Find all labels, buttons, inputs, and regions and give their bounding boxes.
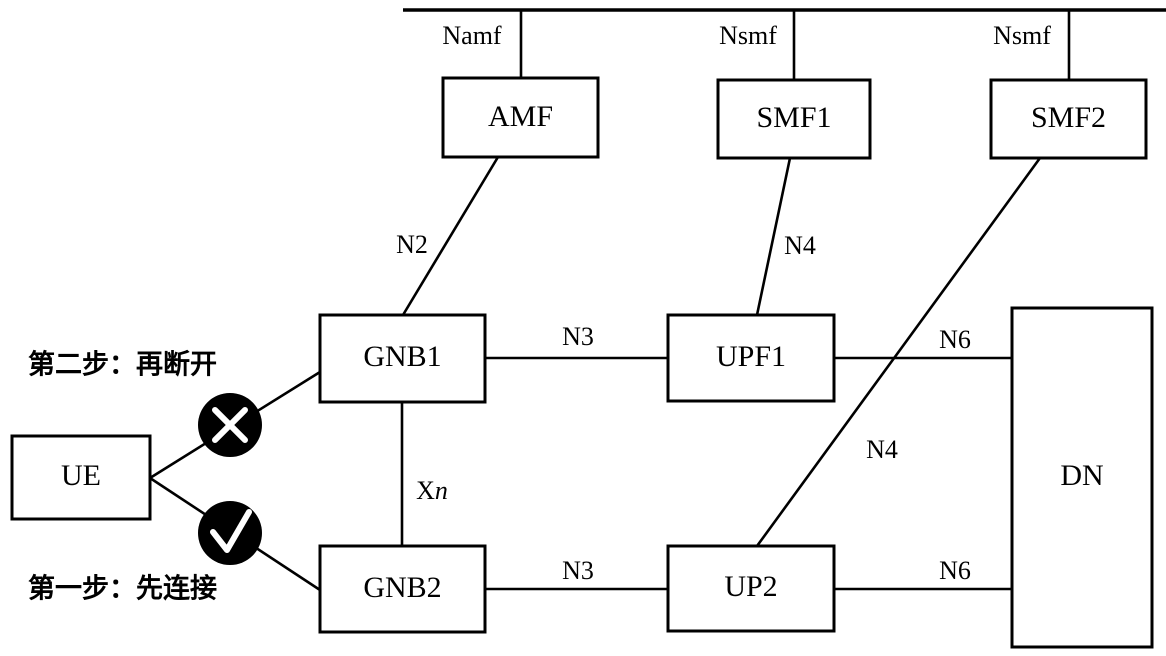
link-n4-smf2-up2 — [755, 157, 1042, 547]
node-smf1[interactable]: SMF1 — [716, 78, 872, 160]
node-ue-label: UE — [61, 459, 101, 492]
node-up2-label: UP2 — [724, 570, 777, 603]
node-ue[interactable]: UE — [10, 434, 152, 521]
link-n4-smf1-upf1 — [755, 157, 792, 316]
annotation-step-two: 第二步：再断开 — [28, 349, 217, 381]
node-upf1-label: UPF1 — [716, 340, 786, 373]
node-gnb2[interactable]: GNB2 — [318, 544, 487, 634]
link-label-n2: N2 — [396, 230, 428, 259]
node-smf2-label: SMF2 — [1031, 101, 1106, 134]
node-smf1-box[interactable] — [716, 78, 872, 160]
node-upf1-box[interactable] — [666, 313, 836, 403]
node-ue-box[interactable] — [10, 434, 152, 521]
link-label-n6-bottom: N6 — [939, 556, 971, 585]
annotation-step-one: 第一步：先连接 — [28, 573, 217, 605]
link-label-n3-top: N3 — [562, 322, 594, 351]
link-label-n4-smf2: N4 — [866, 435, 898, 464]
node-smf2[interactable]: SMF2 — [989, 78, 1148, 160]
bus-label-namf: Namf — [442, 21, 502, 50]
node-amf-box[interactable] — [441, 76, 600, 159]
node-gnb1-box[interactable] — [318, 313, 487, 404]
link-label-n3-bottom: N3 — [562, 556, 594, 585]
link-n2-amf-gnb1 — [401, 156, 500, 316]
cross-icon — [212, 407, 248, 443]
node-up2-box[interactable] — [666, 544, 836, 633]
node-gnb1-label: GNB1 — [363, 340, 441, 373]
bus-label-nsmf2: Nsmf — [993, 21, 1051, 50]
link-label-n4-smf1: N4 — [784, 231, 816, 260]
node-dn-label: DN — [1060, 459, 1103, 492]
node-gnb1[interactable]: GNB1 — [318, 313, 487, 404]
node-gnb2-box[interactable] — [318, 544, 487, 634]
node-smf1-label: SMF1 — [756, 101, 831, 134]
link-label-xn: Xn — [416, 476, 448, 505]
link-label-xn-prefix: X — [416, 476, 435, 505]
badge-connect[interactable] — [198, 501, 262, 565]
node-amf-label: AMF — [488, 100, 553, 133]
node-smf2-box[interactable] — [989, 78, 1148, 160]
node-dn[interactable]: DN — [1010, 306, 1154, 649]
badge-connect-circle[interactable] — [198, 501, 262, 565]
link-label-n6-top: N6 — [939, 325, 971, 354]
node-upf1[interactable]: UPF1 — [666, 313, 836, 403]
node-up2[interactable]: UP2 — [666, 544, 836, 633]
node-gnb2-label: GNB2 — [363, 571, 441, 604]
node-dn-box[interactable] — [1010, 306, 1154, 649]
bus-label-nsmf1: Nsmf — [719, 21, 777, 50]
check-icon — [210, 509, 252, 553]
badge-disconnect[interactable] — [198, 393, 262, 457]
node-amf[interactable]: AMF — [441, 76, 600, 159]
link-label-xn-italic: n — [435, 476, 448, 505]
